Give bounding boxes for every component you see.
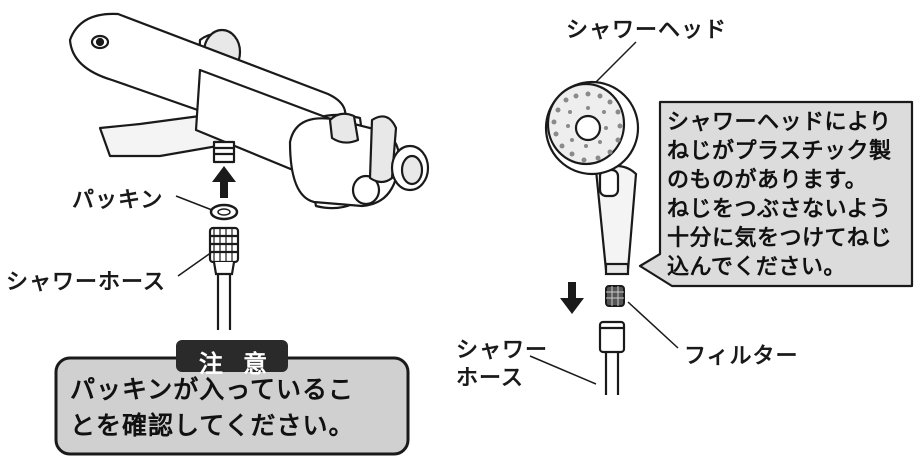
callout-balloon	[638, 100, 914, 288]
left-shower-hose	[208, 226, 240, 330]
callout-text: シャワーヘッドにより ねじがプラスチック製 のものがあります。 ねじをつぶさない…	[667, 108, 911, 282]
leader-lines-left	[175, 195, 213, 277]
shower-hose-right-label-line1: シャワー	[456, 338, 549, 363]
arrow-down-icon	[560, 282, 584, 314]
callout-line: ねじをつぶさないよう	[667, 197, 892, 222]
shower-nozzle-dots	[551, 91, 623, 163]
caution-body: パッキンが入っているこ とを確認してください。	[70, 372, 400, 444]
callout-line: のものがあります。	[667, 168, 868, 193]
shower-head-label: シャワーヘッド	[566, 18, 728, 43]
arrow-up-icon	[212, 166, 236, 198]
packing-washer	[209, 203, 239, 221]
callout-line: 込んでください。	[667, 255, 846, 280]
shower-hose-left-label: シャワーホース	[6, 270, 166, 295]
caution-line: パッキンが入っているこ	[70, 375, 355, 404]
filter-part	[605, 285, 625, 307]
mixing-faucet-illustration	[68, 12, 430, 210]
callout-line: 十分に気をつけてねじ	[667, 226, 893, 251]
callout-line: ねじがプラスチック製	[667, 139, 892, 164]
caution-line: とを確認してください。	[70, 411, 355, 440]
filter-label: フィルター	[684, 344, 799, 369]
packing-label: パッキン	[72, 188, 164, 213]
shower-head-illustration	[544, 80, 640, 276]
shower-hose-right-label-line2: ホース	[456, 366, 524, 391]
caution-box	[54, 340, 410, 456]
caution-title: 注 意	[198, 350, 274, 378]
leader-lines-right	[529, 41, 679, 385]
right-shower-hose	[598, 320, 626, 395]
callout-line: シャワーヘッドにより	[667, 110, 892, 135]
